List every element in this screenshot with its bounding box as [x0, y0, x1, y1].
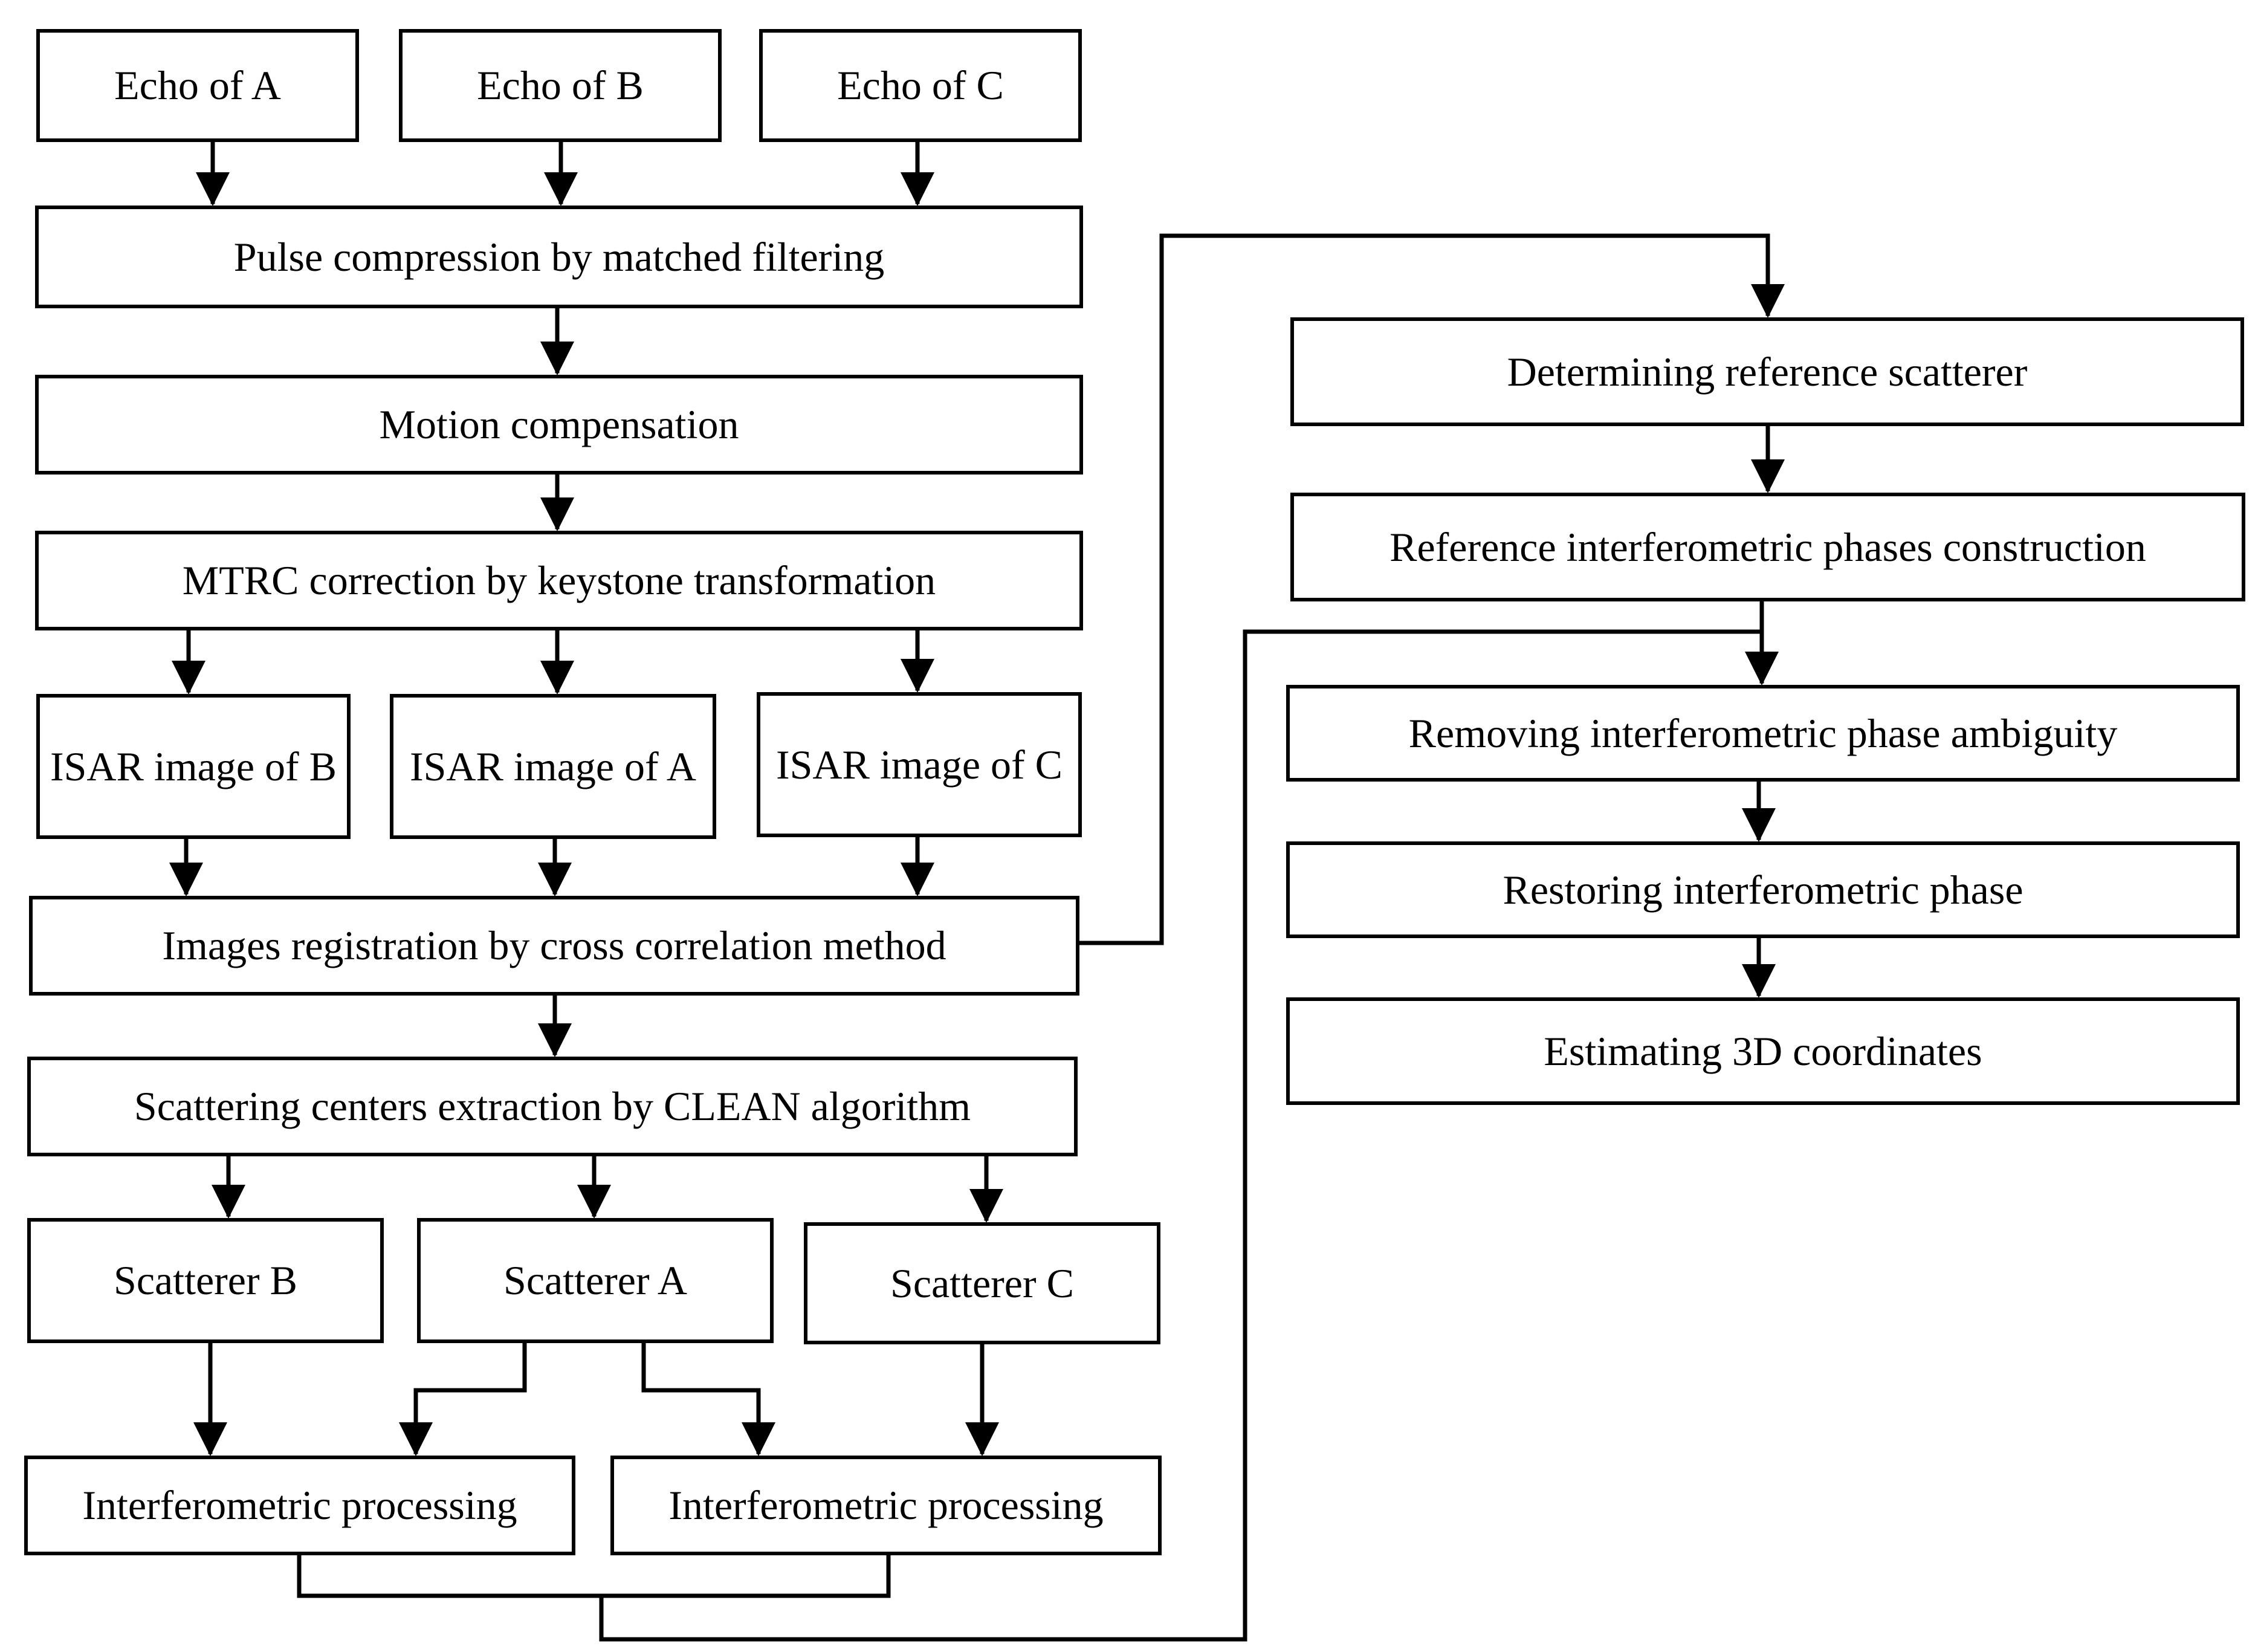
isar-image-a-box: ISAR image of A [390, 694, 716, 839]
line-interf-merge [297, 1553, 891, 1598]
motion-compensation-box: Motion compensation [35, 375, 1083, 475]
arrow-scatterer-a-to-interf-1 [399, 1341, 527, 1456]
reference-scatterer-box: Determining reference scatterer [1290, 317, 2244, 426]
echo-a-box: Echo of A [36, 29, 359, 142]
clean-extraction-box: Scattering centers extraction by CLEAN a… [27, 1057, 1078, 1156]
pulse-compression-box: Pulse compression by matched filtering [35, 206, 1083, 308]
registration-box: Images registration by cross correlation… [29, 896, 1079, 996]
arrow-scatterer-a-to-interf-2 [641, 1341, 775, 1456]
scatterer-c-box: Scatterer C [804, 1222, 1160, 1344]
ambiguity-removal-box: Removing interferometric phase ambiguity [1286, 685, 2240, 782]
isar-image-c-box: ISAR image of C [757, 692, 1082, 837]
phase-restoring-box: Restoring interferometric phase [1286, 841, 2240, 938]
coordinates-3d-box: Estimating 3D coordinates [1286, 997, 2240, 1105]
reference-phases-box: Reference interferometric phases constru… [1290, 493, 2245, 601]
scatterer-a-box: Scatterer A [417, 1218, 774, 1343]
interferometric-processing-box-1: Interferometric processing [24, 1456, 575, 1555]
isar-image-b-box: ISAR image of B [36, 694, 351, 839]
echo-c-box: Echo of C [759, 29, 1082, 142]
mtrc-correction-box: MTRC correction by keystone transformati… [35, 531, 1083, 630]
echo-b-box: Echo of B [399, 29, 722, 142]
scatterer-b-box: Scatterer B [27, 1218, 384, 1343]
interferometric-processing-box-2: Interferometric processing [610, 1456, 1162, 1555]
